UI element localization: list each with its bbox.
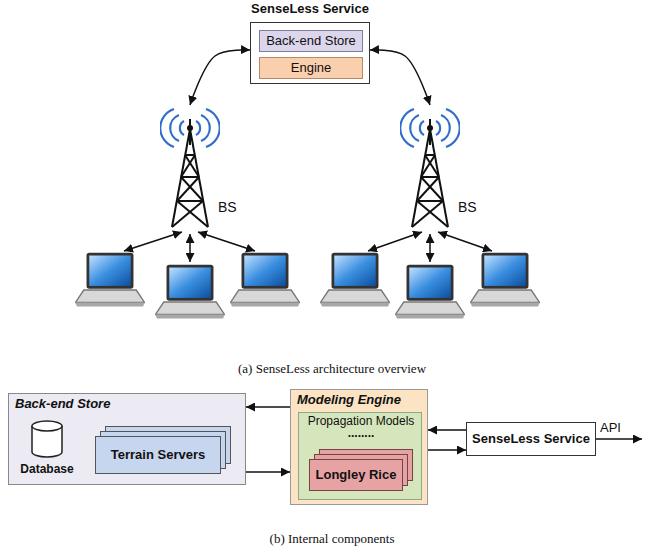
connector [428,429,466,431]
model-group: Propagation Models........Longley Rice [298,412,422,500]
box-label: BS [218,199,248,215]
box-label: Terrain Servers [111,448,205,463]
box-label: SenseLess Service [235,2,385,17]
database-icon [15,418,79,460]
box-label: Database [15,463,79,477]
figure-caption: (b) Internal components [0,532,664,547]
connector [190,50,250,105]
base-station: BS [400,105,490,230]
service-box: Back-end StoreEngineSenseLess Service [250,2,370,86]
api-arrow [588,438,642,440]
box-outline: Back-end StoreEngine [250,22,370,84]
tower-icon [160,105,220,230]
connector [370,50,430,105]
base-station: BS [160,105,250,230]
box-label: Longley Rice [316,468,397,483]
store-panel: Back-end StoreDatabase Terrain Servers [8,393,246,485]
interface-label: API [600,421,640,436]
box-note: ........ [299,427,423,441]
box-label: BS [458,199,488,215]
wireless-link [124,232,492,262]
box-label: Back-end Store [15,397,215,412]
figure-caption: (a) SenseLess architecture overview [0,362,664,377]
box-label: Modeling Engine [297,393,427,408]
tower-icon [400,105,460,230]
service-box: SenseLess Service [466,422,596,456]
box-label: Engine [291,61,331,76]
connector [428,449,466,451]
connector [246,406,290,408]
model-box: Longley Rice [309,459,403,491]
server-box: Terrain Servers [95,436,221,474]
connector [246,471,290,473]
engine-bar: Engine [259,57,363,79]
database: Database [15,418,79,482]
store-bar: Back-end Store [259,30,363,52]
engine-panel: Modeling EnginePropagation Models.......… [290,389,428,505]
laptop-icon [75,253,539,319]
box-label: SenseLess Service [472,432,590,447]
box-label: Back-end Store [266,34,356,49]
